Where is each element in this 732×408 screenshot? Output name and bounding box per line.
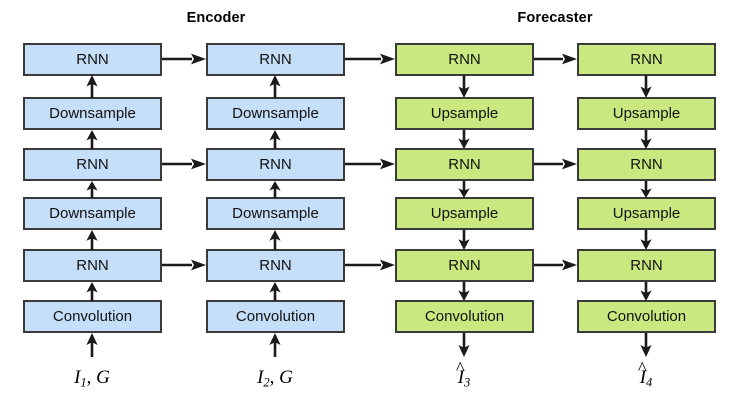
- arrow-up-t2-e: [264, 282, 286, 301]
- arrow-right-r5-t2-t3: [345, 256, 395, 274]
- output-label-t3: ^I3: [455, 357, 471, 390]
- arrow-right-r1-t3-t4: [534, 50, 577, 68]
- node-encoder-t2-rnn-mid: RNN: [206, 148, 345, 181]
- arrow-right-r5-t1-t2: [162, 256, 206, 274]
- arrow-up-t1-b: [81, 130, 103, 149]
- arrow-down-t3-a: [453, 75, 475, 98]
- arrow-down-t3-b: [453, 130, 475, 149]
- node-forecaster-t3-upsample-top: Upsample: [395, 97, 534, 130]
- node-encoder-t1-rnn-top: RNN: [23, 43, 162, 76]
- node-encoder-t1-rnn-mid: RNN: [23, 148, 162, 181]
- arrow-up-t1-c: [81, 181, 103, 198]
- arrow-down-t4-a: [635, 75, 657, 98]
- arrow-up-t1-d: [81, 230, 103, 250]
- arrow-down-t4-d: [635, 230, 657, 250]
- arrow-up-t1-input-to-conv: [81, 333, 103, 357]
- node-forecaster-t3-convolution: Convolution: [395, 300, 534, 333]
- node-forecaster-t3-rnn-bot: RNN: [395, 249, 534, 282]
- node-forecaster-t4-rnn-mid: RNN: [577, 148, 716, 181]
- node-encoder-t2-rnn-bot: RNN: [206, 249, 345, 282]
- node-encoder-t2-downsample-bot: Downsample: [206, 197, 345, 230]
- node-forecaster-t4-rnn-top: RNN: [577, 43, 716, 76]
- arrow-down-t4-c: [635, 181, 657, 198]
- arrow-right-r3-t2-t3: [345, 155, 395, 173]
- node-encoder-t2-rnn-top: RNN: [206, 43, 345, 76]
- node-forecaster-t3-upsample-bot: Upsample: [395, 197, 534, 230]
- node-encoder-t1-convolution: Convolution: [23, 300, 162, 333]
- arrow-right-r1-t2-t3: [345, 50, 395, 68]
- arrow-right-r3-t1-t2: [162, 155, 206, 173]
- node-encoder-t1-downsample-top: Downsample: [23, 97, 162, 130]
- node-forecaster-t3-rnn-mid: RNN: [395, 148, 534, 181]
- arrow-up-t2-d: [264, 230, 286, 250]
- node-encoder-t2-downsample-top: Downsample: [206, 97, 345, 130]
- node-encoder-t1-rnn-bot: RNN: [23, 249, 162, 282]
- arrow-right-r1-t1-t2: [162, 50, 206, 68]
- arrow-up-t2-input-to-conv: [264, 333, 286, 357]
- arrow-right-r5-t3-t4: [534, 256, 577, 274]
- input-label-t1: I1, G: [74, 367, 110, 390]
- arrow-right-r3-t3-t4: [534, 155, 577, 173]
- section-title-encoder: Encoder: [186, 10, 246, 26]
- arrow-up-t1-conv-to-rnn-bot: [81, 75, 103, 98]
- arrow-down-t3-e: [453, 282, 475, 301]
- arrow-up-t2-b: [264, 130, 286, 149]
- arrow-down-t3-conv-to-output: [453, 333, 475, 357]
- arrow-up-t2-a: [264, 75, 286, 98]
- section-title-forecaster: Forecaster: [517, 10, 593, 26]
- input-label-t2: I2, G: [257, 367, 293, 390]
- arrow-up-t1-e: [81, 282, 103, 301]
- node-forecaster-t3-rnn-top: RNN: [395, 43, 534, 76]
- arrow-down-t3-c: [453, 181, 475, 198]
- arrow-down-t4-e: [635, 282, 657, 301]
- node-encoder-t1-downsample-bot: Downsample: [23, 197, 162, 230]
- node-forecaster-t4-convolution: Convolution: [577, 300, 716, 333]
- node-forecaster-t4-upsample-top: Upsample: [577, 97, 716, 130]
- arrow-down-t4-b: [635, 130, 657, 149]
- arrow-down-t4-conv-to-output: [635, 333, 657, 357]
- node-forecaster-t4-rnn-bot: RNN: [577, 249, 716, 282]
- arrow-up-t2-c: [264, 181, 286, 198]
- arrow-down-t3-d: [453, 230, 475, 250]
- node-encoder-t2-convolution: Convolution: [206, 300, 345, 333]
- node-forecaster-t4-upsample-bot: Upsample: [577, 197, 716, 230]
- output-label-t4: ^I4: [637, 357, 653, 390]
